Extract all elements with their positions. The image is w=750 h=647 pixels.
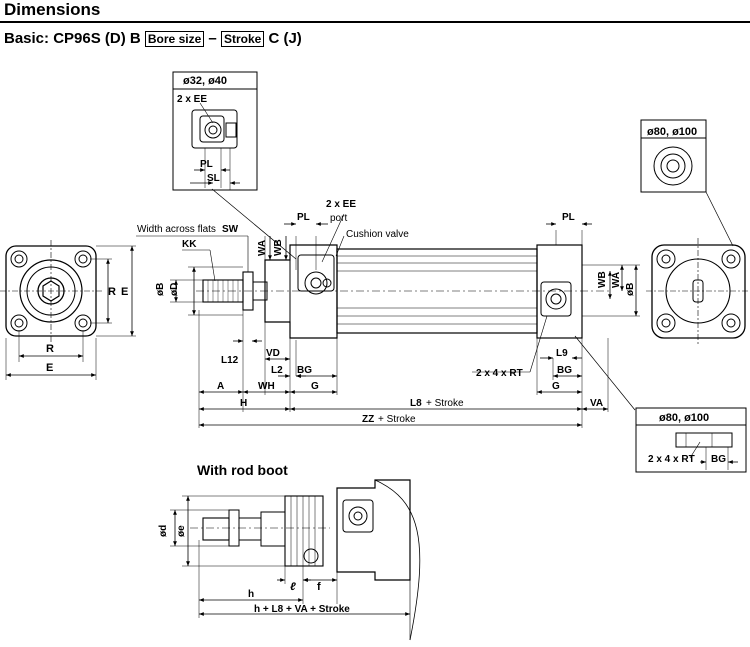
page-title: Dimensions <box>4 0 101 19</box>
label-ob-left: øB <box>155 283 166 296</box>
label-g-left: G <box>311 381 319 392</box>
callout-80-100-top-title: ø80, ø100 <box>647 126 697 138</box>
rod-boot-oe: øe <box>176 525 187 537</box>
callout-pl-label: PL <box>200 159 213 170</box>
label-ob-right: øB <box>625 283 636 296</box>
callout-80-100-bottom <box>635 407 747 473</box>
rod-boot-f: f <box>317 581 321 593</box>
label-rt: 2 x 4 x RT <box>476 368 523 379</box>
rod-boot-view <box>170 479 421 641</box>
label-zz: ZZ <box>362 414 374 425</box>
label-l8-suffix: + Stroke <box>426 398 464 409</box>
header-rule <box>0 21 750 23</box>
label-width-across-flats: Width across flats <box>137 224 216 235</box>
callout-32-40 <box>172 71 297 260</box>
label-a: A <box>217 381 224 392</box>
model-code: Basic: CP96S (D) B Bore size – Stroke C … <box>4 30 302 47</box>
label-vd: VD <box>266 348 280 359</box>
left-end-view <box>0 240 136 380</box>
label-od: øD <box>169 283 180 296</box>
label-l8: L8 <box>410 398 422 409</box>
label-pl-right: PL <box>562 212 575 223</box>
rod-boot-od: ød <box>158 525 169 537</box>
label-va: VA <box>590 398 603 409</box>
label-kk: KK <box>182 239 197 250</box>
callout-32-40-title: ø32, ø40 <box>183 75 227 87</box>
label-pl-left: PL <box>297 212 310 223</box>
label-wb-right: WB <box>597 271 608 288</box>
label-e-vertical: E <box>121 286 128 298</box>
model-suffix: C (J) <box>268 30 302 47</box>
label-wa-right: WA <box>611 272 622 288</box>
label-ee: 2 x EE <box>326 199 356 210</box>
label-wa-left: WA <box>257 240 268 256</box>
rod-boot-total: h + L8 + VA + Stroke <box>254 604 350 615</box>
label-port: port <box>330 213 347 224</box>
bore-size-box: Bore size <box>144 31 205 47</box>
label-bg-left: BG <box>297 365 312 376</box>
label-wb-left: WB <box>273 239 284 256</box>
callout-80-100-top <box>640 119 734 247</box>
cylinder-side-view <box>136 213 640 428</box>
rod-boot-l: ℓ <box>290 581 296 593</box>
label-l12: L12 <box>221 355 239 366</box>
callout-sl-label: SL <box>207 173 220 184</box>
callout-ee-label: 2 x EE <box>177 94 207 105</box>
label-r: R <box>46 343 54 355</box>
rod-boot-h: h <box>248 589 254 600</box>
label-wh: WH <box>258 381 275 392</box>
label-zz-suffix: + Stroke <box>378 414 416 425</box>
label-l9: L9 <box>556 348 568 359</box>
label-cushion-valve: Cushion valve <box>346 229 409 240</box>
label-h: H <box>240 398 247 409</box>
label-e: E <box>46 362 53 374</box>
label-sw: SW <box>222 224 239 235</box>
page-header: Dimensions <box>0 0 750 23</box>
callout-rt-label: 2 x 4 x RT <box>648 454 695 465</box>
right-end-view <box>646 238 750 345</box>
callout-80-100-bottom-title: ø80, ø100 <box>659 412 709 424</box>
callout-bg-label: BG <box>711 454 726 465</box>
label-l2: L2 <box>271 365 283 376</box>
model-dash: – <box>208 30 217 47</box>
rod-boot-title: With rod boot <box>197 462 288 478</box>
label-bg-right: BG <box>557 365 572 376</box>
model-prefix: Basic: CP96S (D) B <box>4 30 141 47</box>
stroke-box: Stroke <box>220 31 265 47</box>
label-g-right: G <box>552 381 560 392</box>
label-r-vertical: R <box>108 286 116 298</box>
